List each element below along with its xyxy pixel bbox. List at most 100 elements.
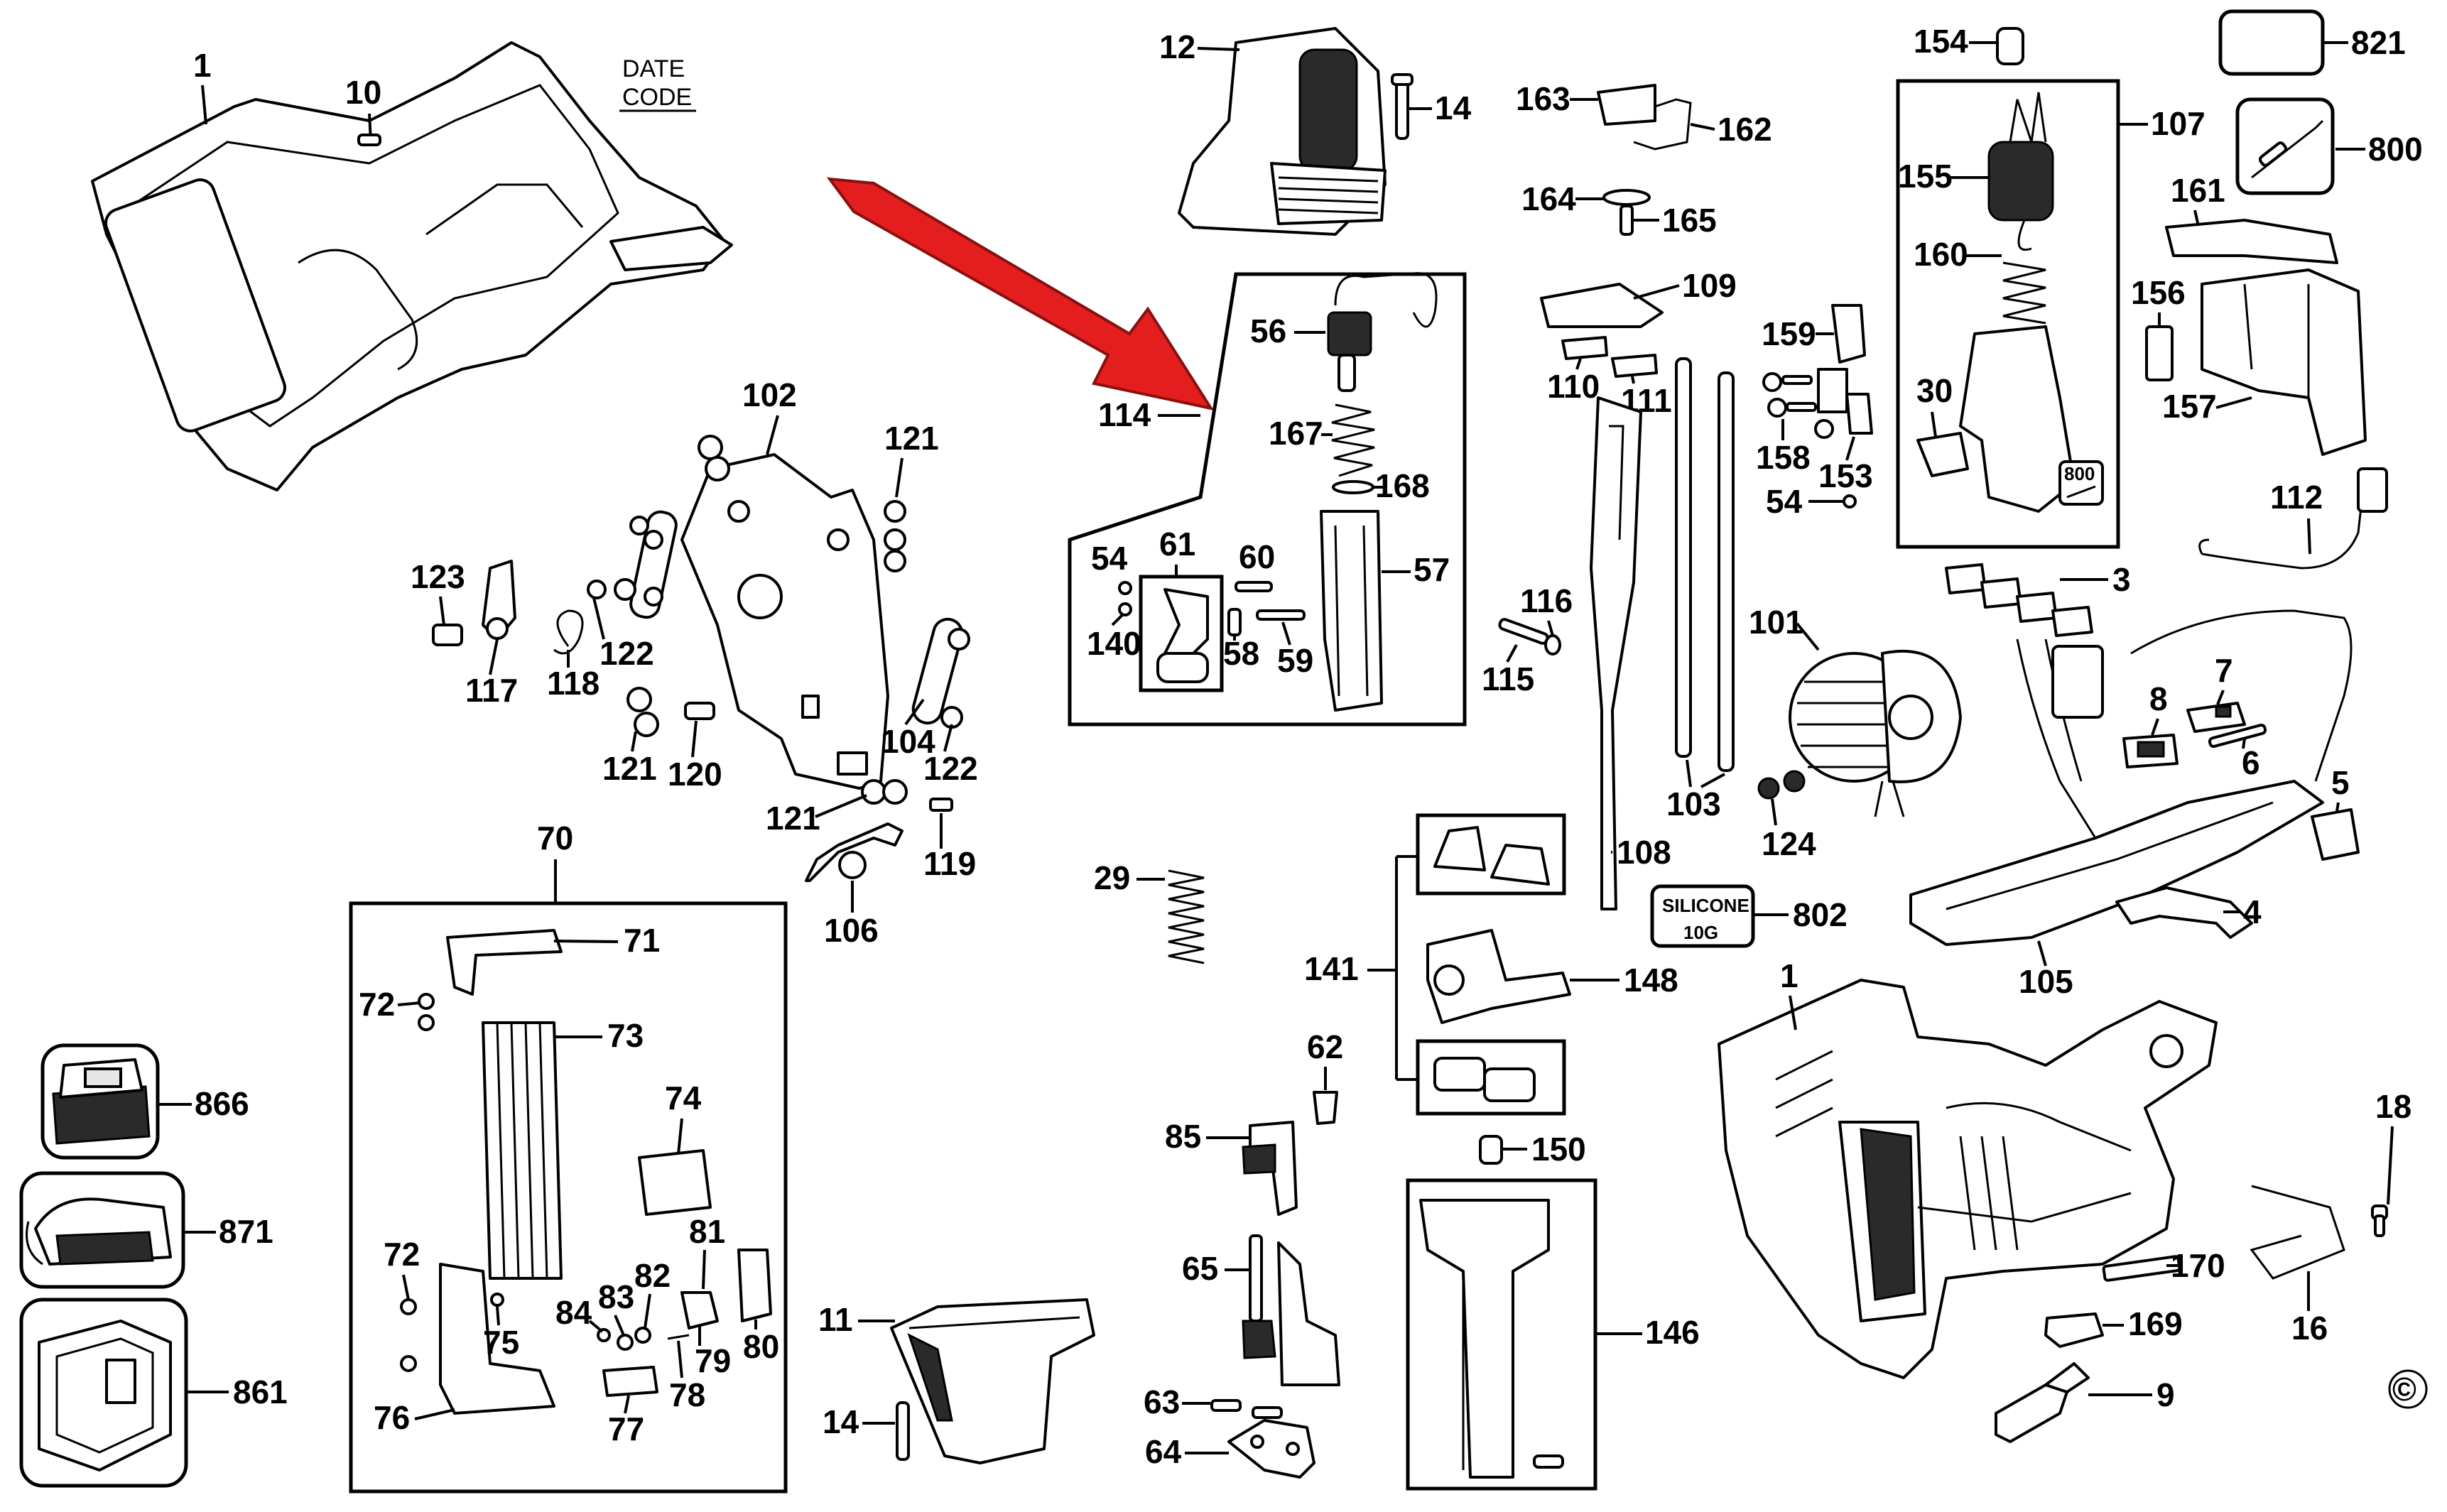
label-14b: 14 (823, 1403, 859, 1440)
bracket-109 (1540, 283, 1664, 328)
label-73: 73 (607, 1017, 644, 1054)
label-164: 164 (1521, 180, 1576, 217)
label-101: 101 (1749, 604, 1803, 641)
label-84: 84 (555, 1294, 592, 1331)
label-861: 861 (233, 1374, 288, 1410)
battery-866 (52, 1058, 151, 1145)
label-12: 12 (1159, 28, 1195, 65)
label-119: 119 (923, 845, 976, 882)
clip-159 (1831, 304, 1866, 364)
label-169: 169 (2128, 1305, 2183, 1342)
label-155: 155 (1898, 158, 1953, 195)
charger-871 (26, 1197, 172, 1266)
copyright-mark: © (2392, 1371, 2416, 1408)
contact-trip-85 (1242, 1121, 1298, 1216)
housing-left-half (91, 41, 733, 491)
label-148: 148 (1624, 962, 1678, 999)
label-146: 146 (1645, 1314, 1700, 1351)
label-112: 112 (2270, 479, 2323, 516)
label-70: 70 (537, 820, 573, 856)
silicone-line1: SILICONE (1662, 895, 1749, 916)
terminal-153 (1817, 368, 1873, 435)
washer-54a (1118, 581, 1132, 595)
red-pointer-arrow (826, 177, 1215, 410)
label-170-text: 170 (2171, 1247, 2225, 1284)
kit-frame-114 (1068, 272, 1467, 727)
label-7: 7 (2215, 652, 2233, 689)
depth-adjust-65 (1242, 1234, 1340, 1386)
label-78: 78 (669, 1376, 705, 1413)
label-106: 106 (824, 912, 879, 949)
label-118: 118 (547, 665, 599, 702)
label-120: 120 (668, 756, 722, 793)
washer-140 (1118, 602, 1132, 616)
hex-key-800 (2251, 119, 2324, 179)
date-code-line1: DATE (622, 55, 685, 82)
label-141: 141 (1304, 950, 1359, 987)
guide-57 (1320, 510, 1383, 712)
label-83: 83 (598, 1278, 634, 1315)
date-code-line2: CODE (622, 84, 692, 111)
kit-frame-107 (1896, 79, 2120, 549)
nose-piece-11 (890, 1298, 1095, 1464)
pin-60 (1235, 581, 1273, 592)
kit-frame-871 (19, 1171, 185, 1289)
svg-text:800: 800 (2064, 463, 2095, 484)
pads-141 (1433, 1057, 1536, 1102)
solenoid-155 (1987, 92, 2054, 251)
small-hardware-cluster (587, 435, 970, 812)
label-65: 65 (1182, 1250, 1218, 1287)
kit-frame-800 (2235, 97, 2335, 195)
trigger-61 (1156, 588, 1209, 683)
bumper-150 (1479, 1135, 1503, 1165)
label-79: 79 (695, 1342, 731, 1379)
label-121a: 121 (884, 420, 939, 457)
label-157: 157 (2162, 388, 2217, 425)
label-54a: 54 (1091, 540, 1128, 577)
mechanism-146 (1419, 1199, 1564, 1479)
driver-blade-108 (1590, 396, 1642, 910)
label-105: 105 (2019, 963, 2073, 1000)
motor-101 (1789, 649, 1962, 817)
silicone-tag-802 (1650, 884, 1755, 948)
label-124: 124 (1762, 825, 1816, 862)
label-121b: 121 (602, 750, 657, 787)
label-871: 871 (219, 1213, 273, 1250)
end-cap-71 (446, 929, 563, 996)
label-110: 110 (1547, 368, 1600, 405)
solenoid-56 (1327, 272, 1438, 392)
kit-frame-141-top (1416, 813, 1566, 896)
label-107: 107 (2151, 105, 2205, 142)
label-159: 159 (1762, 315, 1816, 352)
lever-117 (482, 560, 516, 641)
label-140: 140 (1087, 625, 1141, 662)
label-114: 114 (1098, 396, 1151, 433)
bracket-4 (2115, 886, 2253, 939)
small-tag-800: 800 (2058, 460, 2104, 506)
label-156: 156 (2131, 274, 2186, 311)
kit-frame-141-bottom (1416, 1039, 1566, 1116)
housing-157 (2201, 268, 2367, 456)
belt-hook-9 (1995, 1362, 2090, 1443)
label-1b: 1 (1780, 957, 1798, 994)
label-160: 160 (1914, 236, 1968, 273)
latch-79-80 (680, 1249, 772, 1329)
link-plate (629, 510, 678, 619)
screw-18 (2371, 1204, 2388, 1237)
label-170 (2102, 1255, 2181, 1282)
spring-118 (553, 609, 584, 655)
label-58: 58 (1223, 635, 1259, 672)
label-82: 82 (634, 1257, 671, 1294)
label-103: 103 (1666, 785, 1721, 822)
contacts-3 (1945, 563, 2093, 637)
label-4: 4 (2243, 893, 2262, 930)
part-821 (2218, 9, 2325, 76)
label-3: 3 (2112, 561, 2131, 598)
pin-14b (896, 1401, 910, 1461)
clip-5 (2311, 808, 2360, 861)
label-72b: 72 (384, 1236, 420, 1273)
label-29: 29 (1094, 859, 1130, 896)
label-802: 802 (1793, 896, 1848, 933)
screws-158 (1762, 372, 1834, 439)
pin-14a (1391, 73, 1414, 140)
